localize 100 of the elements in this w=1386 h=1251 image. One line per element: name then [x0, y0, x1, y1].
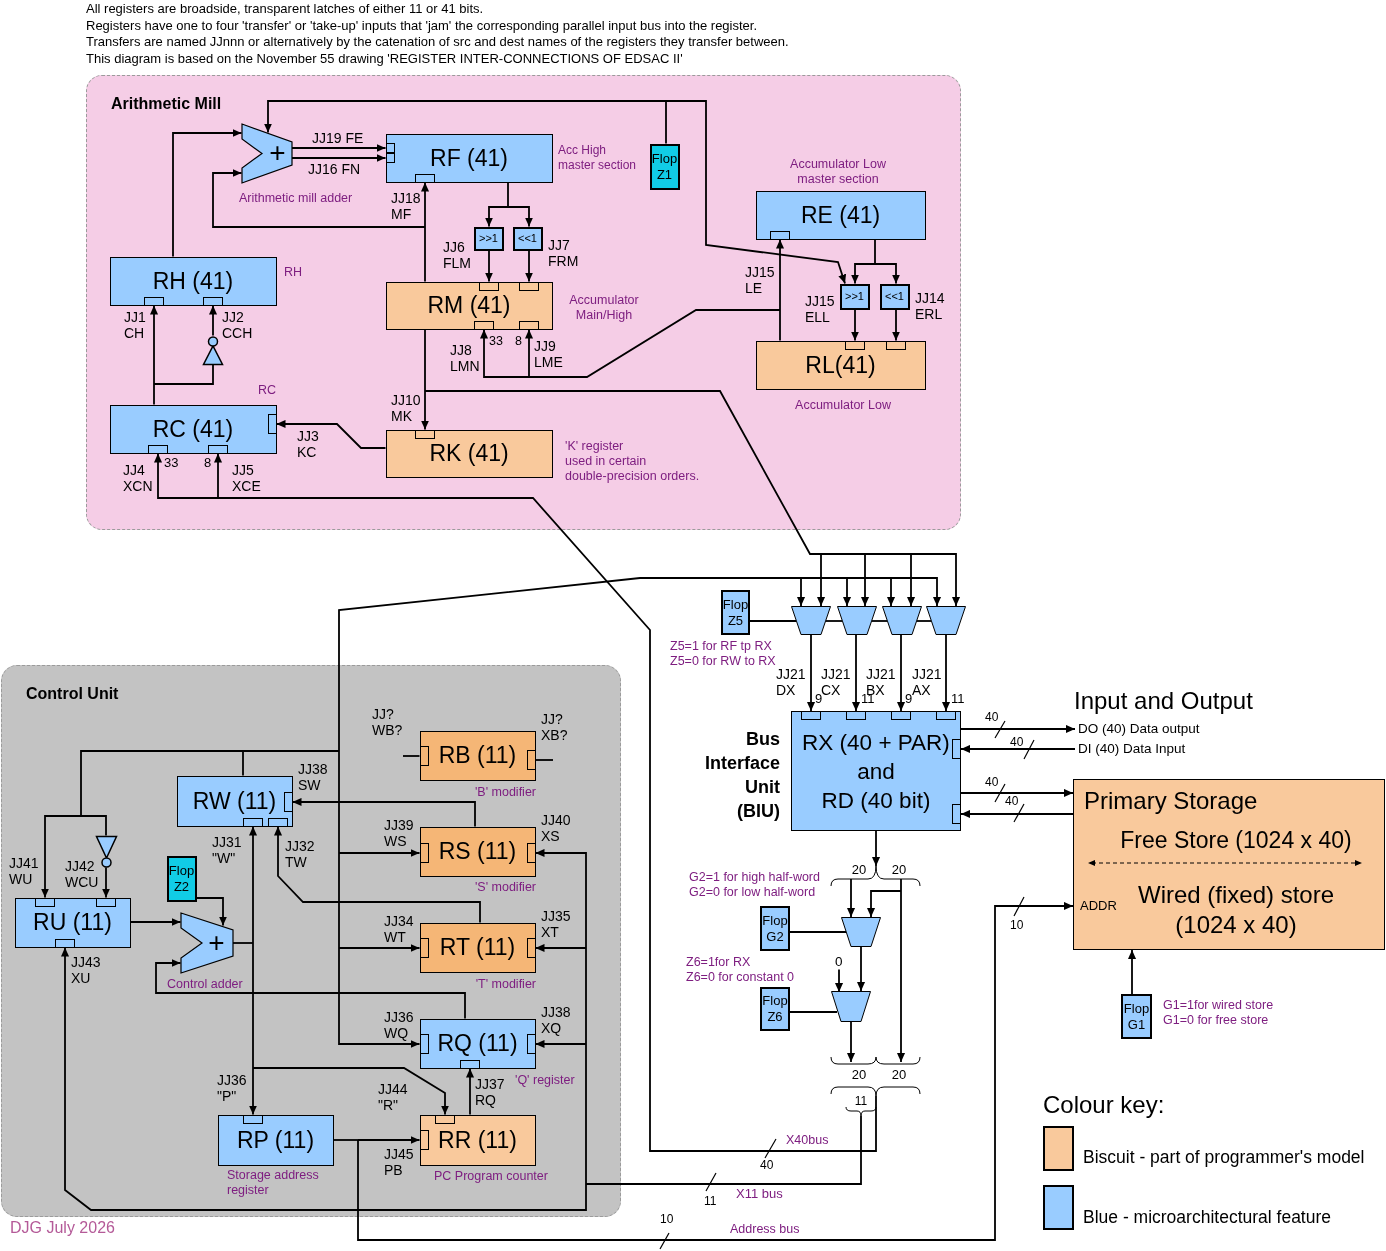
register-name: RP (11): [236, 1128, 315, 1152]
arrow: [290, 143, 387, 153]
flip-flop-box: [649, 143, 680, 190]
transfer-label: JJ2 CCH: [222, 309, 253, 341]
transfer-label: JJ21 DX: [776, 666, 806, 698]
shift-label: <<1: [518, 233, 537, 244]
bit-count: 8: [204, 456, 212, 471]
annotation: G2=1 for high half-word G2=0 for low half-word: [689, 870, 820, 900]
connector-line: [665, 100, 667, 145]
register-name: RC (41): [152, 417, 234, 441]
multiplexer-shape: [837, 606, 877, 635]
transfer-label: JJ44 "R": [378, 1081, 408, 1113]
transfer-label: JJ14 ERL: [915, 290, 945, 322]
bus-name: X40bus: [786, 1133, 829, 1148]
register-name: RB (11): [438, 744, 517, 767]
arrow: [960, 809, 1074, 819]
transfer-label: JJ10 MK: [391, 392, 421, 424]
bus-width: 20: [851, 863, 867, 878]
arrow: [806, 634, 816, 712]
arrow: [195, 897, 228, 927]
register-name: RF (41): [430, 146, 508, 170]
register-box: [419, 1114, 536, 1166]
transfer-label: JJ31 "W": [212, 834, 242, 866]
connector-line: [864, 553, 912, 555]
annotation: 'B' modifier: [474, 785, 536, 800]
bus-width: 10: [660, 1213, 674, 1227]
arrow: [212, 168, 426, 228]
arrow: [846, 878, 856, 918]
register-name: RQ (11): [437, 1032, 518, 1055]
transfer-label: JJ19 FE: [312, 130, 364, 146]
bus-brace: [831, 1055, 920, 1096]
bit-count: 33: [489, 334, 503, 349]
arrow: [524, 328, 534, 378]
shift-label: >>1: [479, 233, 498, 244]
arrow: [871, 830, 881, 867]
signal-label: DO (40) Data output: [1078, 721, 1200, 737]
register-name: RH (41): [152, 269, 234, 293]
connector-line: [338, 577, 802, 752]
annotation: Arithmetic mill adder: [239, 191, 353, 206]
connector-line: [789, 1011, 838, 1013]
inverter-symbol: [202, 335, 223, 365]
transfer-label: JJ45 PB: [384, 1146, 414, 1178]
legend-title: Colour key:: [1043, 1091, 1165, 1119]
connector-line: [846, 577, 892, 579]
register-name: RK (41): [429, 442, 509, 465]
transfer-label: JJ43 XU: [71, 954, 101, 986]
connector-line: [242, 750, 340, 752]
arrow: [263, 100, 667, 134]
connector-line: [332, 1139, 359, 1141]
arrow: [101, 866, 111, 899]
bus-width: 40: [1005, 795, 1019, 809]
register-name: RM (41): [427, 294, 511, 317]
connector-line: [402, 755, 421, 757]
note-text: Registers have one to four 'transfer' or 'take-up' inputs that 'jam' the corresponding parallel input bus into the register.: [86, 19, 758, 34]
note-text: All registers are broadside, transparent latches of either 11 or 41 bits.: [86, 2, 484, 17]
adder-shape: [180, 912, 233, 973]
connector-line: [507, 181, 509, 208]
arrow: [796, 577, 806, 607]
arrow: [60, 946, 587, 1211]
annotation: Z6=1for RX Z6=0 for constant 0: [686, 955, 795, 985]
arrow: [420, 390, 430, 431]
transfer-label: JJ38 XQ: [541, 1004, 571, 1036]
register-box: [419, 826, 536, 877]
arrow: [172, 128, 243, 258]
connector-line: [800, 577, 848, 579]
arrow: [291, 797, 476, 828]
bus-width: 40: [985, 776, 999, 790]
transfer-label: JJ4 XCN: [123, 462, 153, 494]
arrow: [484, 249, 494, 283]
connector-line: [534, 759, 554, 761]
note-text: This diagram is based on the November 55 drawing 'REGISTER INTER-CONNECTIONS OF EDSAC II': [86, 52, 683, 67]
connector-line: [825, 620, 843, 622]
arrow: [906, 553, 916, 607]
section-panel: [1, 665, 621, 1217]
register-box: [109, 256, 277, 306]
arrow: [842, 577, 852, 607]
register-box: [217, 1114, 334, 1166]
register-box: [109, 404, 277, 454]
connector-line: [916, 620, 932, 622]
transfer-label: JJ18 MF: [391, 190, 421, 222]
register-name: RL(41): [805, 353, 876, 377]
flip-flop-name: Flop Z5: [722, 596, 749, 629]
connector-line: [585, 947, 587, 1045]
flip-flop-box: [166, 855, 197, 902]
arrow: [910, 553, 961, 607]
arrow: [129, 917, 182, 927]
register-name: RT (11): [439, 936, 516, 959]
connector-line: [80, 815, 107, 837]
arrow: [420, 181, 430, 228]
memory-region-label: Free Store (1024 x 40): [1120, 827, 1352, 854]
arrow: [213, 452, 223, 499]
bus-width: 20: [891, 863, 907, 878]
signal-label: DI (40) Data Input: [1078, 741, 1186, 757]
register-box: [385, 281, 553, 330]
arrow: [484, 206, 509, 228]
legend-label: Biscuit - part of programmer's model: [1083, 1147, 1365, 1168]
memory-title: Primary Storage: [1084, 787, 1258, 815]
arrow: [665, 100, 847, 285]
shifter-box: [839, 283, 870, 310]
multiplexer-shape: [926, 606, 966, 635]
